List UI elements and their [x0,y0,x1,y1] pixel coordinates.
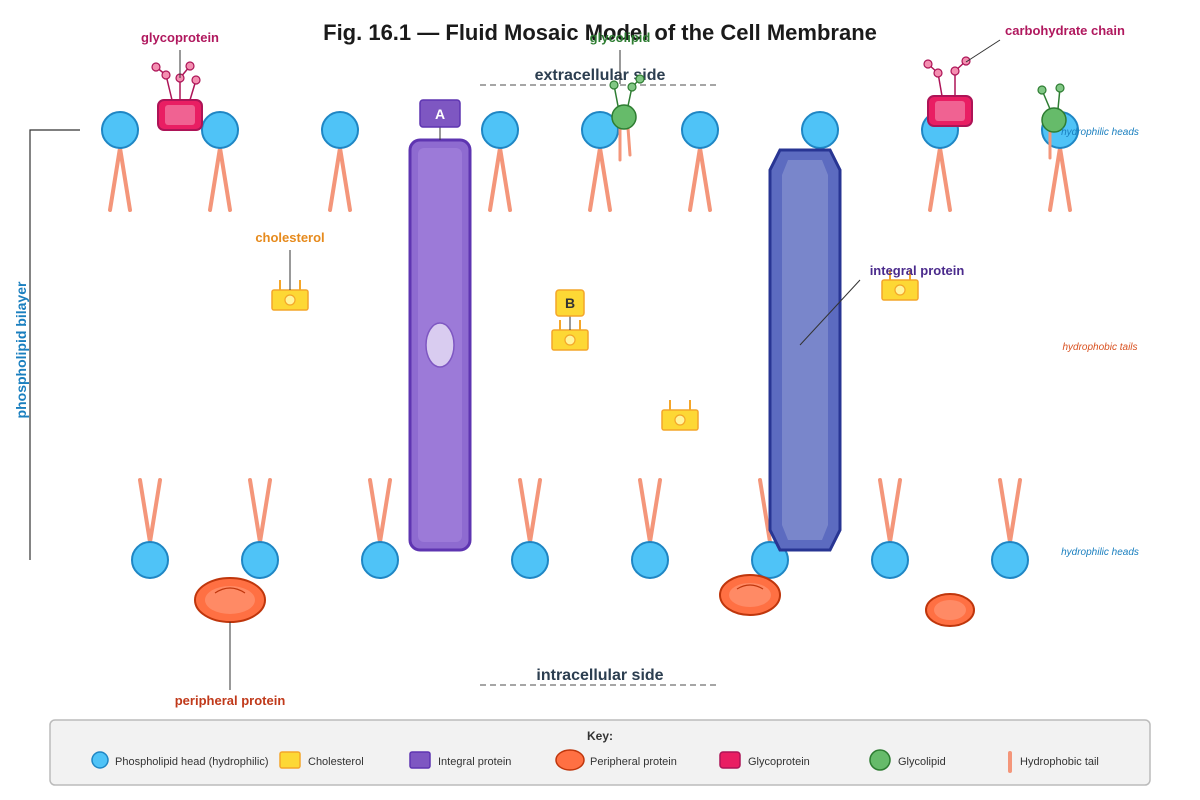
legend-item-glycoprotein: Glycoprotein [719,751,810,769]
extracellular-label: extracellular side [535,67,666,84]
bottom-leaflet [131,478,1029,579]
hydrophilic-heads-top-label: hydrophilic heads [1061,127,1139,138]
carbohydrate-chain-leader [965,39,1001,63]
peripheral-protein [719,574,781,616]
integral-protein-a: A [408,99,472,552]
marker-b-box [555,289,585,317]
integral-protein-icon [409,751,431,769]
legend-label: Integral protein [438,756,511,768]
carbohydrate-chain-label: carbohydrate chain [1005,23,1125,38]
phospholipid-top [801,111,839,149]
hydrophobic-tails-label: hydrophobic tails [1062,342,1137,353]
cholesterol-label: cholesterol [255,230,324,245]
phospholipid-bottom [991,478,1029,579]
top-leaflet [101,111,1079,212]
phospholipid-top [581,111,619,212]
glycolipid-right [1037,83,1067,160]
intracellular-label: intracellular side [536,667,663,684]
phospholipid-bottom [241,478,279,579]
peripheral-protein-icon [555,749,585,771]
integral-protein-leader [799,279,861,346]
legend-item-integral-protein: Integral protein [409,751,511,769]
hydrophilic-heads-bottom-label: hydrophilic heads [1061,547,1139,558]
integral-protein-b [768,148,842,552]
marker-b: B [565,295,575,311]
legend: Key: Phospholipid head (hydrophilic) Cho… [49,719,1151,786]
legend-item-hydrophobic-tail: Hydrophobic tail [1008,751,1099,773]
phospholipid-bottom [131,478,169,579]
phospholipid-top [321,111,359,212]
figure-title: Fig. 16.1 — Fluid Mosaic Model of the Ce… [323,20,877,45]
integral-protein-label: integral protein [870,263,965,278]
phospholipid-bottom [631,478,669,579]
legend-label: Glycolipid [898,756,946,768]
glycolipid-icon [869,749,891,771]
glycoprotein [151,61,203,131]
legend-title: Key: [587,729,613,743]
legend-label: Phospholipid head (hydrophilic) [115,756,268,768]
legend-item-cholesterol: Cholesterol [279,751,364,769]
glycolipid [609,74,645,162]
cholesterol-molecule: B [551,289,589,351]
cholesterol-molecule [661,400,699,431]
legend-label: Peripheral protein [590,756,677,768]
channel-pore [425,322,455,368]
phospholipid-bilayer-label: phospholipid bilayer [13,281,29,418]
phospholipid-top [101,111,139,212]
phospholipid-bottom [361,478,399,579]
peripheral-protein [925,593,975,627]
legend-item-peripheral-protein: Peripheral protein [555,749,677,771]
glycoprotein-icon [719,751,741,769]
cholesterol-molecule [881,270,919,301]
glycoprotein-label: glycoprotein [141,30,219,45]
peripheral-protein-label: peripheral protein [175,693,286,708]
legend-label: Glycoprotein [748,756,810,768]
marker-a-box [419,99,461,128]
legend-item-phospholipid-head: Phospholipid head (hydrophilic) [91,751,268,769]
glycoprotein-right [923,56,973,127]
legend-label: Hydrophobic tail [1020,756,1099,768]
phospholipid-top [201,111,239,212]
phospholipid-bottom [871,478,909,579]
marker-a: A [435,106,445,122]
phospholipid-top [481,111,519,212]
legend-label: Cholesterol [308,756,364,768]
legend-item-glycolipid: Glycolipid [869,749,946,771]
cholesterol-icon [279,751,301,769]
phospholipid-top [681,111,719,212]
bilayer-bracket [29,129,80,560]
glycolipid-label: glycolipid [590,30,651,45]
peripheral-protein [194,577,266,623]
phospholipid-head-icon [91,751,109,769]
phospholipid-bottom [511,478,549,579]
